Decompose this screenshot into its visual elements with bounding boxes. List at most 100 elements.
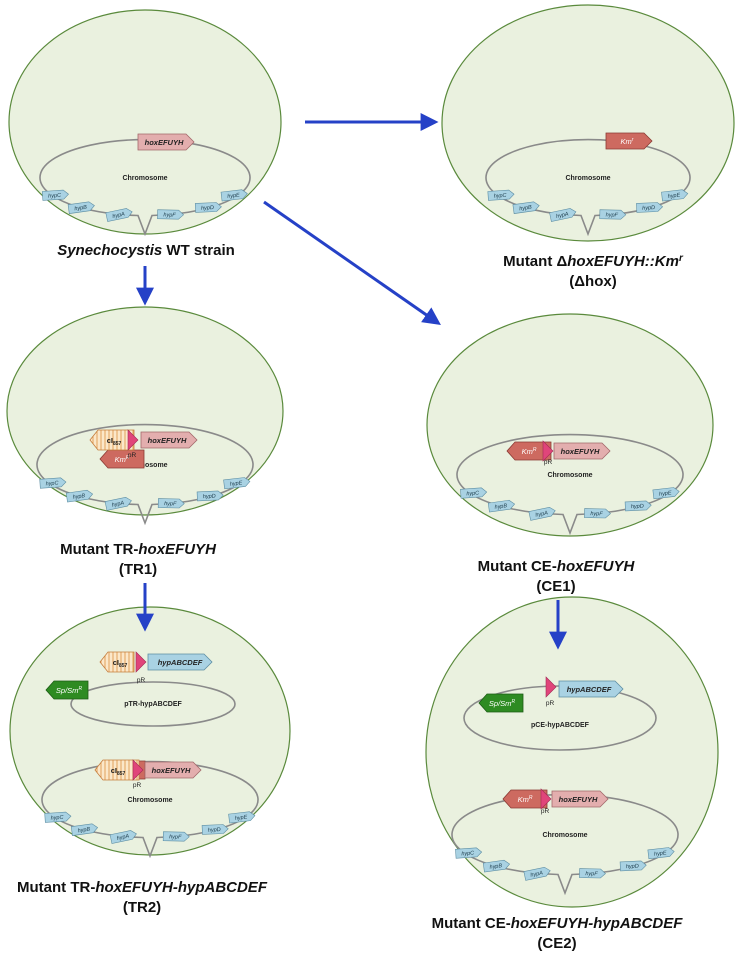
hyp-gene-shape: [67, 201, 95, 214]
hyp-gene-shape: [619, 860, 647, 872]
hypABCDEF-gene-ce2: [558, 680, 624, 698]
hyp-gene-shape: [624, 500, 652, 512]
hyp-gene-shape: [70, 823, 99, 836]
hyp-gene-shape: [104, 496, 132, 511]
hyp-gene-hypC: hypC: [44, 811, 72, 823]
hyp-gene-shape: [455, 847, 483, 859]
hyp-gene-hypD: hypD: [624, 500, 652, 512]
caption-tr1-line2: (TR1): [119, 561, 157, 578]
hyp-gene-hypC: hypC: [460, 487, 488, 499]
hyp-gene-hypD: hypD: [619, 860, 647, 872]
hyp-gene-hypA: hypA: [528, 506, 556, 521]
caption-wt: Synechocystis WT strain: [57, 242, 235, 259]
hyp-gene-hypC: hypC: [41, 189, 69, 201]
hyp-gene-label: hypC: [466, 491, 479, 498]
hox-gene-label: hoxEFUYH: [145, 138, 184, 147]
hyp-gene-label: hypC: [461, 851, 474, 858]
promoter-tr1: [127, 429, 139, 451]
hyp-gene-label: hypC: [48, 193, 61, 200]
hyp-gene-shape: [647, 847, 675, 860]
hyp-gene-label: hypF: [164, 501, 177, 507]
hyp-gene-hypB: hypB: [67, 201, 95, 214]
hyp-gene-hypA: hypA: [549, 208, 577, 222]
caption-dhox-line2: (Δhox): [569, 273, 616, 290]
hyp-gene-label: hypF: [585, 871, 598, 877]
cell-membrane: [8, 9, 282, 235]
hyp-gene-label: hypE: [235, 814, 248, 821]
caption-ce2: Mutant CE-hoxEFUYH-hypABCDEF: [432, 915, 684, 932]
hox-gene-label: hoxEFUYH: [148, 436, 187, 445]
promoter-ce2-chr: [540, 788, 552, 810]
pr-label: pR: [541, 808, 550, 815]
hyp-gene-hypF: hypF: [599, 209, 627, 220]
hyp-gene-label: hypF: [590, 511, 603, 517]
hyp-gene-hypF: hypF: [579, 868, 606, 879]
hyp-gene-hypD: hypD: [196, 490, 224, 502]
ci857-label: cI857: [113, 658, 128, 669]
hox-gene-label: hoxEFUYH: [559, 795, 598, 804]
hyp-gene-hypB: hypB: [70, 823, 99, 836]
chromosome-label: Chromosome: [542, 832, 587, 839]
hyp-gene-label: hypD: [201, 205, 214, 212]
hox-gene-label: hoxEFUYH: [561, 447, 600, 456]
hyp-gene-shape: [228, 811, 256, 824]
hyp-gene-label: hypB: [519, 205, 533, 213]
hyp-gene-label: hypE: [230, 480, 243, 487]
chromosome-label: Chromosome: [122, 175, 167, 182]
cell-membrane: [425, 596, 719, 908]
ci857-label: cI857: [111, 766, 126, 777]
hyp-gene-label: hypA: [116, 833, 130, 842]
hyp-gene-label: hypD: [642, 205, 655, 212]
sp-marker-label: Sp/SmR: [56, 686, 83, 695]
hyp-gene-shape: [44, 811, 72, 823]
hyp-gene-label: hypC: [50, 815, 63, 822]
hyp-gene-label: hypD: [203, 494, 216, 501]
hox-gene-wt: [137, 133, 195, 151]
hyp-gene-shape: [579, 868, 606, 879]
hypABCDEF-gene-tr2: [147, 653, 213, 671]
cell-membrane: [426, 313, 714, 537]
hyp-gene-shape: [482, 859, 511, 873]
ci857-repressor-tr2: [99, 651, 135, 673]
hyp-gene-hypA: hypA: [523, 866, 551, 881]
hyp-gene-label: hypE: [667, 192, 680, 199]
km-marker-dhox: [605, 132, 653, 150]
caption-ce1-line2: (CE1): [536, 578, 575, 595]
promoter-tr2-plasmid: [135, 651, 147, 673]
hyp-gene-shape: [220, 189, 248, 202]
hyp-gene-hypD: hypD: [201, 824, 229, 835]
hyp-gene-label: hypA: [530, 870, 544, 879]
caption-dhox: Mutant ΔhoxEFUYH::Kmr: [503, 253, 684, 270]
chromosome-label: Chromosome: [547, 472, 592, 479]
hyp-gene-shape: [487, 189, 515, 201]
cell-tr2: pTR-hypABCDEFSp/SmRcI857pRhypABCDEFChrom…: [9, 606, 291, 859]
hyp-gene-shape: [157, 498, 185, 509]
hyp-gene-hypC: hypC: [39, 477, 67, 489]
plasmid-ring-tr2: [70, 681, 236, 727]
hyp-gene-hypB: hypB: [487, 499, 516, 513]
hyp-gene-label: hypF: [169, 834, 182, 840]
hyp-gene-label: hypC: [45, 481, 58, 488]
hyp-gene-label: hypA: [535, 510, 549, 519]
chromosome-label: Chromosome: [127, 797, 172, 804]
hyp-gene-hypF: hypF: [157, 498, 185, 509]
hyp-gene-shape: [599, 209, 627, 220]
hyp-gene-hypF: hypF: [162, 831, 190, 842]
hyp-gene-hypE: hypE: [220, 189, 248, 202]
hyp-gene-hypF: hypF: [157, 209, 184, 220]
hyp-gene-shape: [162, 831, 190, 842]
hyp-gene-label: hypF: [606, 212, 619, 218]
hyp-gene-shape: [105, 208, 133, 222]
hyp-gene-shape: [523, 866, 551, 881]
hyp-gene-shape: [584, 508, 611, 519]
hyp-gene-hypE: hypE: [647, 847, 675, 860]
plasmid-label-tr2: pTR-hypABCDEF: [124, 701, 182, 708]
hyp-gene-hypD: hypD: [636, 202, 664, 213]
hyp-gene-shape: [39, 477, 67, 489]
cell-membrane: [441, 4, 735, 242]
hyp-gene-shape: [196, 490, 224, 502]
